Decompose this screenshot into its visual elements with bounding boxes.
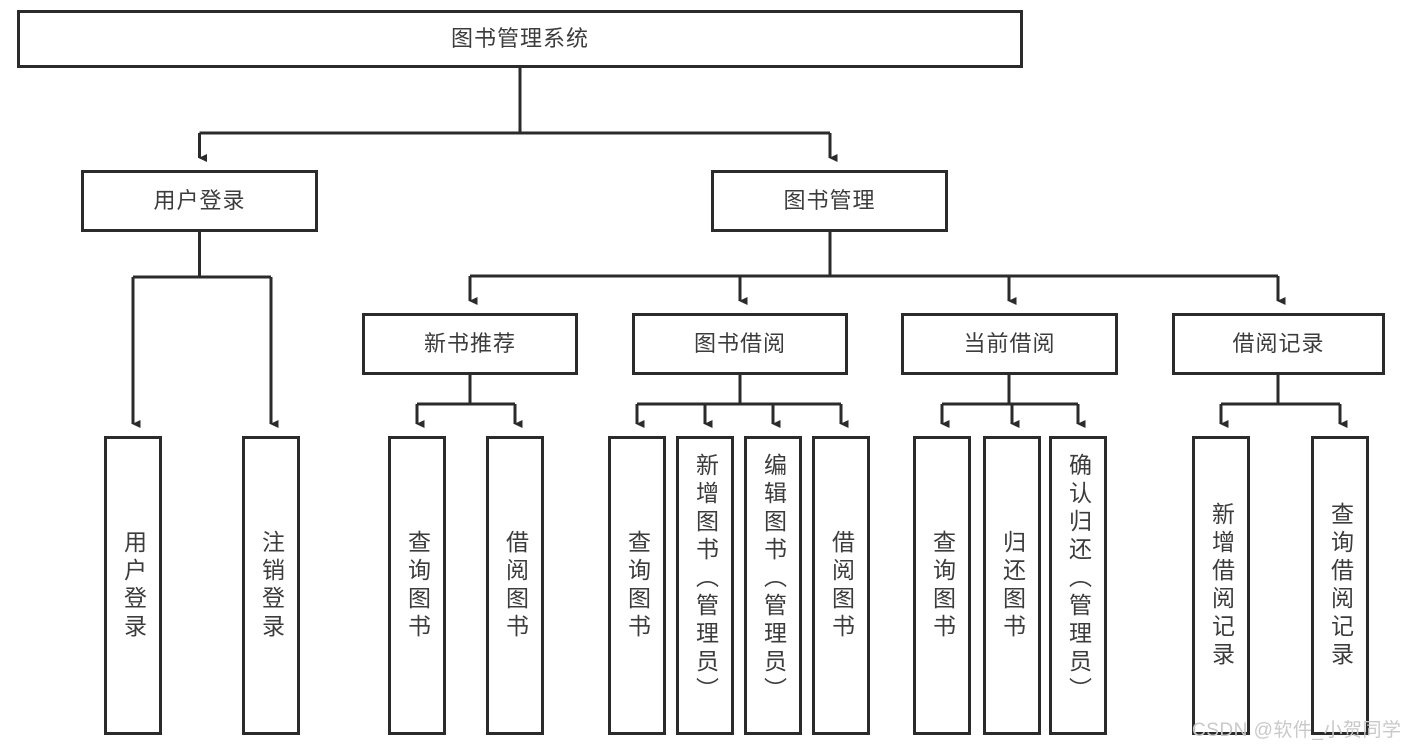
node-user-login-label: 用户登录 xyxy=(153,188,246,214)
node-leaf-borrow-book-1-label: 借阅图书 xyxy=(502,529,529,642)
node-leaf-confirm-return[interactable]: 确认归还（管理员） xyxy=(1049,436,1107,735)
node-book-borrow[interactable]: 图书借阅 xyxy=(632,313,848,375)
node-leaf-borrow-book-2[interactable]: 借阅图书 xyxy=(812,436,870,735)
node-root-label: 图书管理系统 xyxy=(450,26,589,52)
node-borrow-record-label: 借阅记录 xyxy=(1232,331,1325,357)
node-leaf-user-logout[interactable]: 注销登录 xyxy=(242,436,300,735)
node-leaf-add-borrow-record-label: 新增借阅记录 xyxy=(1208,501,1235,670)
node-leaf-user-login-label: 用户登录 xyxy=(120,529,147,642)
node-user-login[interactable]: 用户登录 xyxy=(81,170,318,232)
node-leaf-query-book-2[interactable]: 查询图书 xyxy=(608,436,666,735)
node-leaf-query-book-3-label: 查询图书 xyxy=(929,529,956,642)
node-leaf-query-book-3[interactable]: 查询图书 xyxy=(913,436,971,735)
node-root[interactable]: 图书管理系统 xyxy=(17,10,1023,68)
node-leaf-edit-book[interactable]: 编辑图书（管理员） xyxy=(744,436,802,735)
node-leaf-add-book-label: 新增图书（管理员） xyxy=(692,453,719,705)
node-new-book-recommend-label: 新书推荐 xyxy=(423,331,516,357)
node-leaf-confirm-return-label: 确认归还（管理员） xyxy=(1065,453,1092,705)
node-leaf-query-book-1-label: 查询图书 xyxy=(404,529,431,642)
node-leaf-borrow-book-2-label: 借阅图书 xyxy=(828,529,855,642)
node-leaf-return-book[interactable]: 归还图书 xyxy=(983,436,1041,735)
csdn-watermark: CSDN @软件_小贺同学 xyxy=(1192,720,1402,741)
node-book-manage[interactable]: 图书管理 xyxy=(711,170,948,232)
node-borrow-record[interactable]: 借阅记录 xyxy=(1172,313,1385,375)
node-current-borrow[interactable]: 当前借阅 xyxy=(901,313,1118,375)
node-leaf-user-login[interactable]: 用户登录 xyxy=(104,436,162,735)
node-leaf-add-book[interactable]: 新增图书（管理员） xyxy=(676,436,734,735)
node-leaf-add-borrow-record[interactable]: 新增借阅记录 xyxy=(1192,436,1250,735)
node-new-book-recommend[interactable]: 新书推荐 xyxy=(362,313,578,375)
node-leaf-edit-book-label: 编辑图书（管理员） xyxy=(760,453,787,705)
node-current-borrow-label: 当前借阅 xyxy=(963,331,1056,357)
node-leaf-query-borrow-record[interactable]: 查询借阅记录 xyxy=(1311,436,1369,735)
node-leaf-query-borrow-record-label: 查询借阅记录 xyxy=(1327,501,1354,670)
node-leaf-query-book-2-label: 查询图书 xyxy=(624,529,651,642)
node-leaf-borrow-book-1[interactable]: 借阅图书 xyxy=(486,436,544,735)
node-book-borrow-label: 图书借阅 xyxy=(693,331,786,357)
node-leaf-return-book-label: 归还图书 xyxy=(999,529,1026,642)
node-leaf-query-book-1[interactable]: 查询图书 xyxy=(388,436,446,735)
node-leaf-user-logout-label: 注销登录 xyxy=(258,529,285,642)
node-book-manage-label: 图书管理 xyxy=(783,188,876,214)
